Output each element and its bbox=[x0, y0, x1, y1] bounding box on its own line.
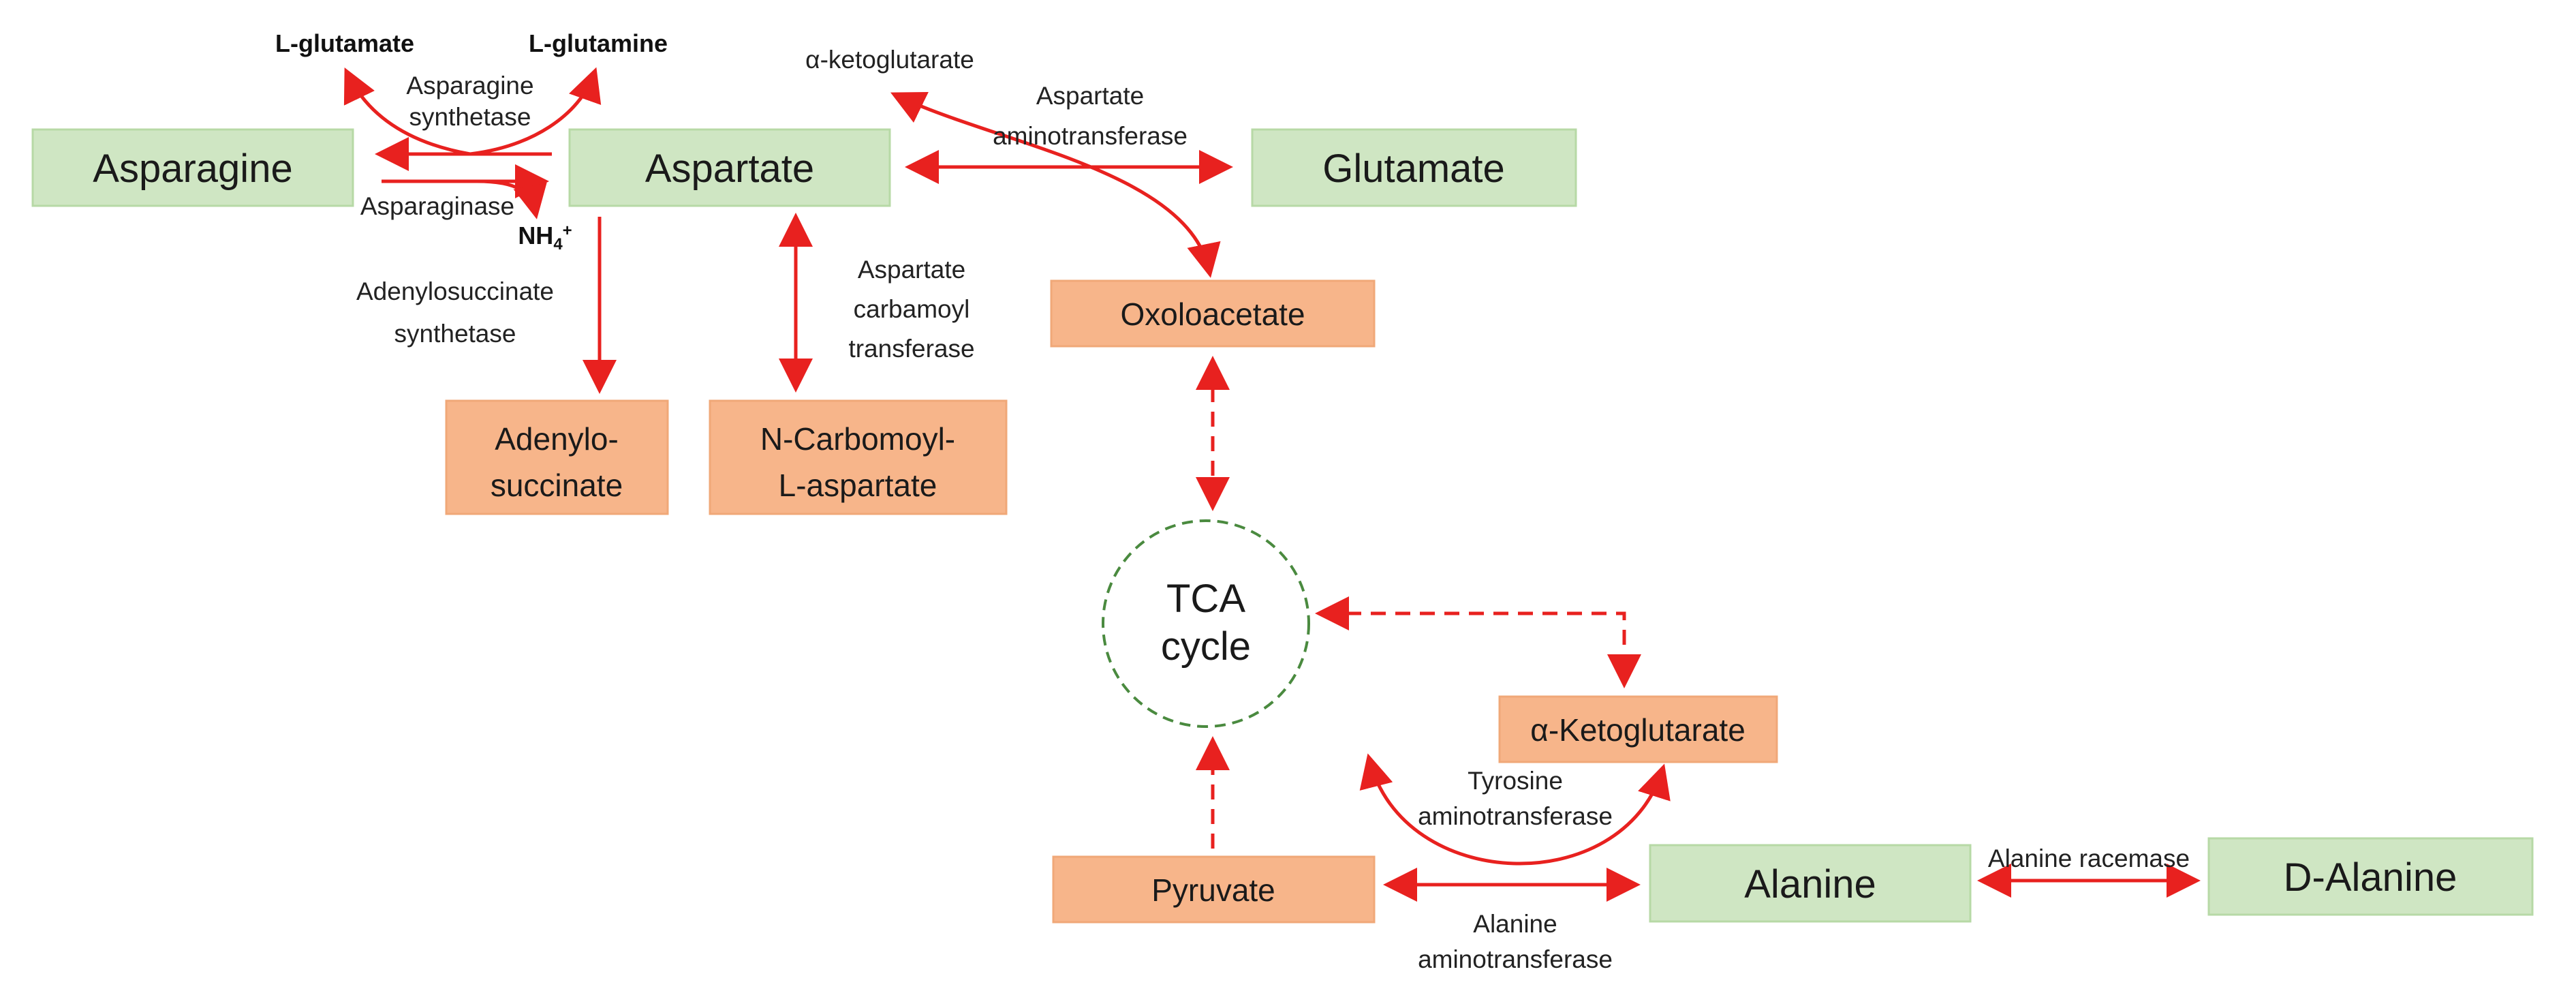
svg-text:D-Alanine: D-Alanine bbox=[2284, 855, 2457, 900]
label-alanine-racemase: Alanine racemase bbox=[1988, 844, 2190, 872]
svg-text:N-Carbomoyl-: N-Carbomoyl- bbox=[760, 421, 955, 457]
svg-text:L-aspartate: L-aspartate bbox=[779, 468, 937, 503]
label-adenylosuccinate-synthetase: Adenylosuccinate synthetase bbox=[356, 277, 554, 348]
svg-text:Glutamate: Glutamate bbox=[1322, 147, 1505, 191]
svg-text:Pyruvate: Pyruvate bbox=[1151, 872, 1275, 908]
node-n-carbomoyl-l-aspartate: N-Carbomoyl- L-aspartate bbox=[709, 399, 1008, 515]
svg-text:Tyrosine: Tyrosine bbox=[1468, 767, 1563, 795]
svg-text:Asparagine: Asparagine bbox=[93, 147, 292, 191]
label-aspartate-aminotransferase: Aspartate aminotransferase bbox=[993, 82, 1188, 150]
node-adenylosuccinate: Adenylo- succinate bbox=[445, 399, 669, 515]
arrow-from-l-glutamine bbox=[469, 67, 602, 156]
label-l-glutamate: L-glutamate bbox=[275, 29, 414, 57]
svg-text:Adenylosuccinate: Adenylosuccinate bbox=[356, 277, 554, 305]
svg-text:carbamoyl: carbamoyl bbox=[854, 295, 970, 323]
node-oxoloacetate: Oxoloacetate bbox=[1050, 279, 1376, 348]
arrow-tca-alpha-ketoglutarate bbox=[1315, 596, 1641, 688]
label-asparagine-synthetase: Asparagine synthetase bbox=[406, 72, 533, 131]
svg-text:Alanine: Alanine bbox=[1744, 862, 1876, 906]
arrow-ast-curve bbox=[890, 91, 1221, 278]
label-asparaginase: Asparaginase bbox=[360, 192, 514, 220]
svg-text:Oxoloacetate: Oxoloacetate bbox=[1120, 296, 1305, 332]
node-alanine: Alanine bbox=[1649, 844, 1972, 923]
svg-text:Aspartate: Aspartate bbox=[858, 256, 965, 284]
node-asparagine: Asparagine bbox=[31, 128, 354, 207]
arrow-to-l-glutamate bbox=[343, 67, 471, 156]
label-alanine-aminotransferase: Alanine aminotransferase bbox=[1418, 910, 1613, 973]
svg-text:α-Ketoglutarate: α-Ketoglutarate bbox=[1530, 712, 1745, 748]
svg-text:Asparagine: Asparagine bbox=[406, 72, 533, 100]
svg-text:aminotransferase: aminotransferase bbox=[1418, 802, 1613, 830]
node-alpha-ketoglutarate: α-Ketoglutarate bbox=[1498, 695, 1778, 763]
node-glutamate: Glutamate bbox=[1251, 128, 1577, 207]
svg-text:Aspartate: Aspartate bbox=[645, 147, 814, 191]
label-nh4: NH4+ bbox=[518, 222, 572, 254]
node-tca-cycle: TCA cycle bbox=[1102, 519, 1310, 728]
arrow-to-nh4 bbox=[476, 179, 547, 219]
label-l-glutamine: L-glutamine bbox=[529, 29, 668, 57]
label-alpha-ketoglutarate-top: α-ketoglutarate bbox=[805, 46, 974, 74]
svg-text:synthetase: synthetase bbox=[409, 103, 531, 131]
svg-text:cycle: cycle bbox=[1161, 624, 1251, 669]
svg-text:synthetase: synthetase bbox=[394, 320, 516, 348]
svg-text:Aspartate: Aspartate bbox=[1036, 82, 1144, 110]
svg-text:Adenylo-: Adenylo- bbox=[495, 421, 619, 457]
label-tyrosine-aminotransferase: Tyrosine aminotransferase bbox=[1418, 767, 1613, 830]
svg-text:aminotransferase: aminotransferase bbox=[1418, 945, 1613, 973]
arrow-tyrosine-curve bbox=[1359, 753, 1671, 866]
svg-text:transferase: transferase bbox=[848, 335, 974, 363]
svg-text:succinate: succinate bbox=[491, 468, 623, 503]
node-aspartate: Aspartate bbox=[568, 128, 891, 207]
node-d-alanine: D-Alanine bbox=[2207, 837, 2534, 916]
svg-text:Alanine: Alanine bbox=[1473, 910, 1557, 938]
svg-text:aminotransferase: aminotransferase bbox=[993, 122, 1188, 150]
svg-text:TCA: TCA bbox=[1166, 577, 1245, 621]
label-aspartate-carbamoyl-transferase: Aspartate carbamoyl transferase bbox=[848, 256, 974, 363]
node-pyruvate: Pyruvate bbox=[1052, 855, 1376, 924]
